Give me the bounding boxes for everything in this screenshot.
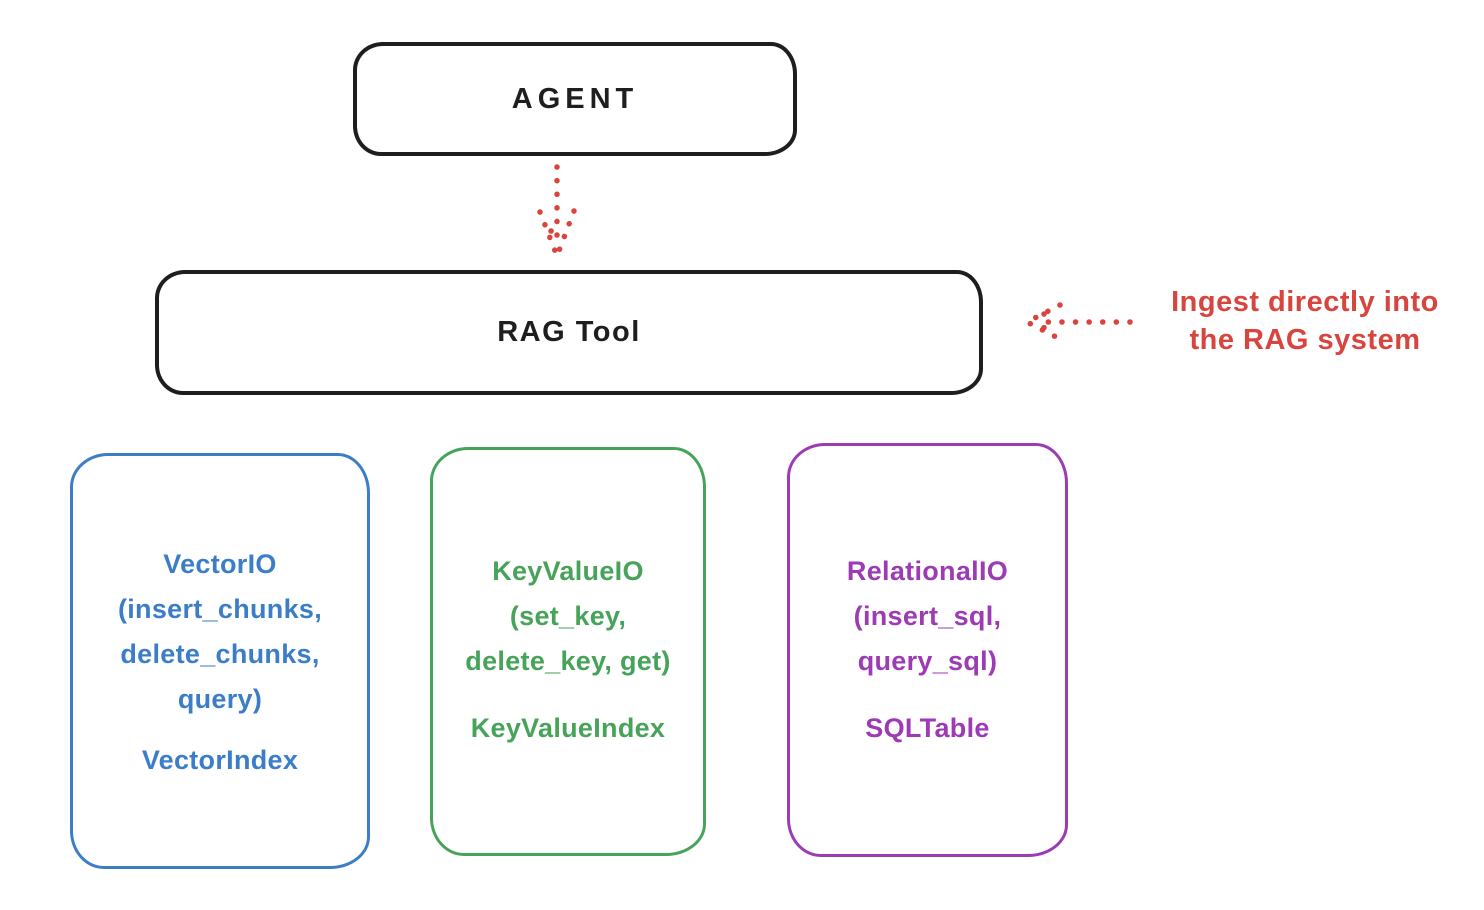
module-box-vectorio: VectorIO (insert_chunks, delete_chunks, … [70, 453, 370, 869]
keyvalueio-title: KeyValueIO (set_key, delete_key, get) [465, 556, 671, 676]
annotation-line1: Ingest directly into [1171, 286, 1439, 318]
dotted-arrow-down-icon [537, 164, 577, 259]
relationalio-title: RelationalIO (insert_sql, query_sql) [846, 556, 1009, 676]
rag-tool-box: RAG Tool [155, 270, 983, 395]
annotation-line2: the RAG system [1189, 324, 1421, 356]
rag-tool-label: RAG Tool [497, 316, 641, 348]
agent-box: AGENT [353, 42, 797, 156]
ingest-annotation: Ingest directly into the RAG system [1139, 283, 1471, 359]
module-box-relationalio: RelationalIO (insert_sql, query_sql) SQL… [787, 443, 1068, 857]
vectorio-title: VectorIO (insert_chunks, delete_chunks, … [117, 549, 323, 714]
dotted-arrow-left-icon [1024, 302, 1133, 342]
agent-label: AGENT [511, 82, 639, 115]
vectorio-index-label: VectorIndex [141, 745, 299, 775]
keyvalueio-index-label: KeyValueIndex [470, 713, 666, 743]
relationalio-index-label: SQLTable [865, 713, 990, 743]
module-box-keyvalueio: KeyValueIO (set_key, delete_key, get) Ke… [430, 447, 706, 856]
